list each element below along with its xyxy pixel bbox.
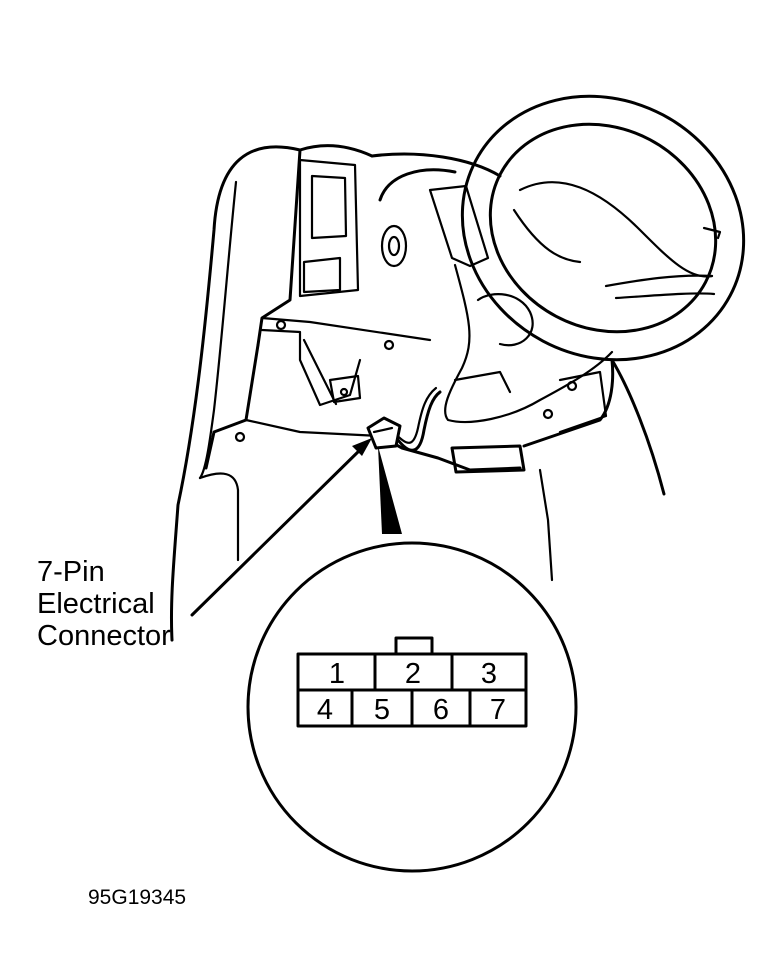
steering-wheel <box>460 94 746 362</box>
door-pillar <box>169 144 374 642</box>
pin-2-label: 2 <box>405 658 421 690</box>
pin-6-label: 6 <box>433 694 449 726</box>
vehicle-connector <box>366 416 402 450</box>
callout-leader <box>190 438 372 617</box>
connector-face <box>296 652 528 728</box>
steering-column <box>378 168 666 582</box>
pin-4-label: 4 <box>317 694 333 726</box>
wire-harness <box>392 386 442 452</box>
figure-code: 95G19345 <box>88 886 186 909</box>
callout-line-2: Electrical <box>37 588 155 620</box>
callout-line-3: Connector <box>37 620 171 652</box>
pin-1-label: 1 <box>329 658 345 690</box>
magnified-view: 1 2 3 4 5 6 7 <box>246 541 578 873</box>
pin-3-label: 3 <box>481 658 497 690</box>
magnify-pointer <box>378 446 402 534</box>
pin-5-label: 5 <box>374 694 390 726</box>
pin-7-label: 7 <box>490 694 506 726</box>
callout-line-1: 7-Pin <box>37 556 105 588</box>
instrument-panel <box>204 148 522 472</box>
